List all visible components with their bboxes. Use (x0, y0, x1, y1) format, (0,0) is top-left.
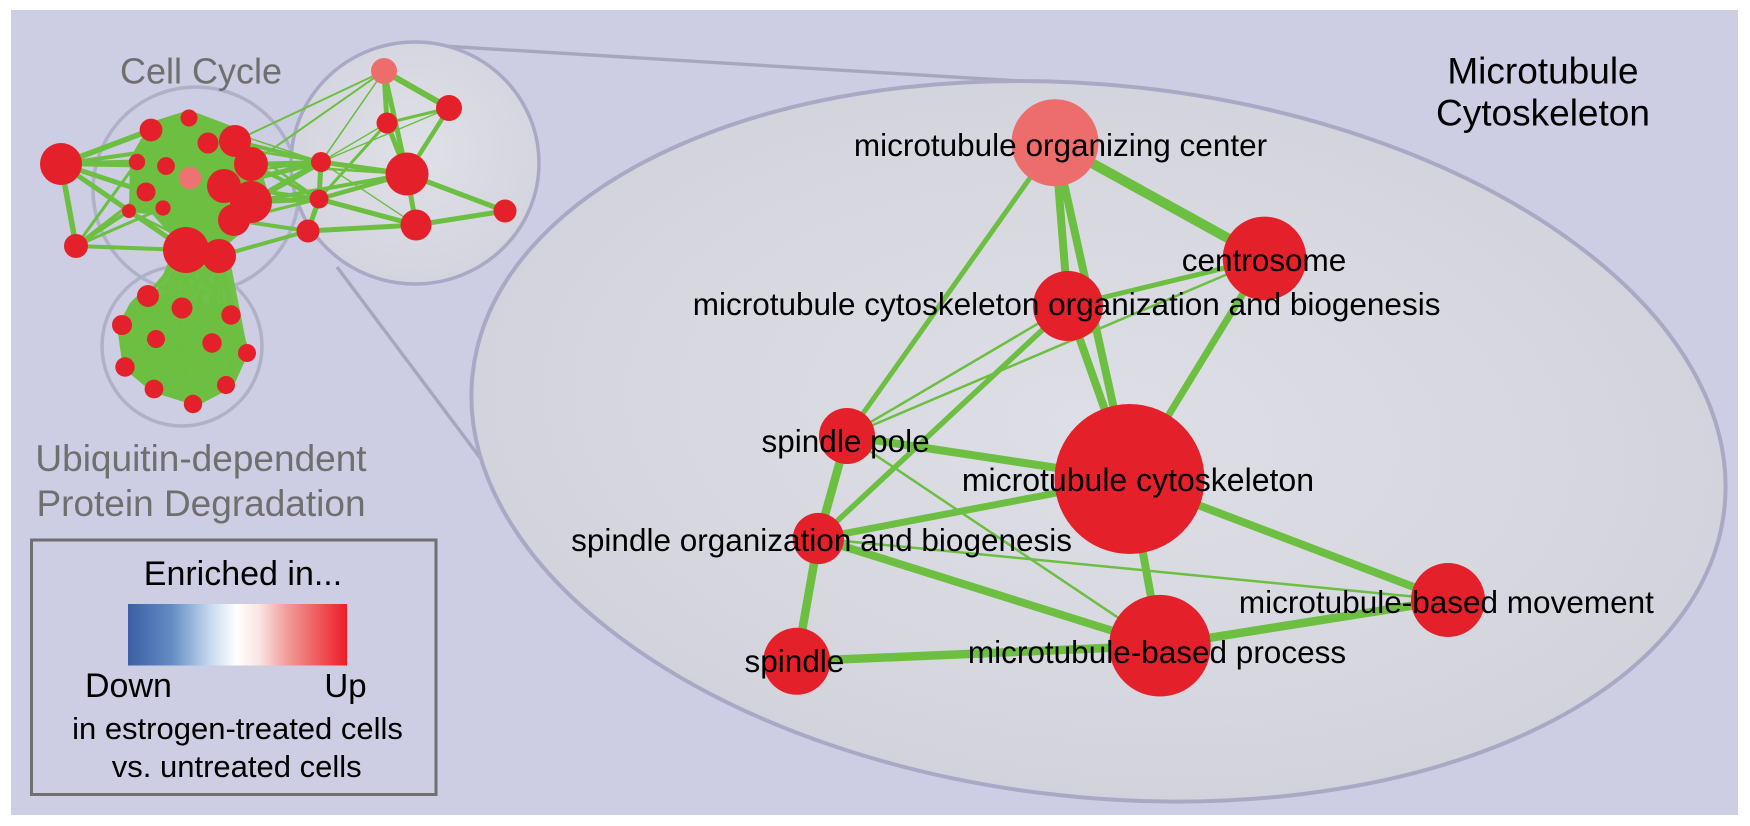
svg-text:in estrogen-treated cells: in estrogen-treated cells (72, 711, 403, 746)
svg-text:Microtubule: Microtubule (1447, 50, 1638, 91)
svg-text:Down: Down (85, 667, 172, 705)
svg-text:Ubiquitin-dependent: Ubiquitin-dependent (35, 438, 367, 479)
svg-text:spindle: spindle (744, 643, 844, 679)
svg-text:Enriched in...: Enriched in... (144, 555, 342, 593)
svg-text:microtubule-based process: microtubule-based process (968, 634, 1346, 670)
svg-text:microtubule cytoskeleton organ: microtubule cytoskeleton organization an… (693, 286, 1441, 322)
svg-text:Protein Degradation: Protein Degradation (36, 483, 365, 524)
svg-text:Cell Cycle: Cell Cycle (120, 50, 282, 91)
svg-text:microtubule-based movement: microtubule-based movement (1239, 584, 1654, 620)
svg-text:vs. untreated cells: vs. untreated cells (112, 749, 362, 784)
svg-text:Cytoskeleton: Cytoskeleton (1436, 93, 1650, 134)
svg-text:spindle pole: spindle pole (762, 423, 930, 459)
svg-text:spindle organization and bioge: spindle organization and biogenesis (571, 522, 1072, 558)
svg-text:microtubule cytoskeleton: microtubule cytoskeleton (962, 462, 1314, 498)
svg-text:Up: Up (324, 667, 366, 704)
svg-text:microtubule organizing center: microtubule organizing center (854, 127, 1267, 163)
svg-text:centrosome: centrosome (1182, 242, 1347, 278)
